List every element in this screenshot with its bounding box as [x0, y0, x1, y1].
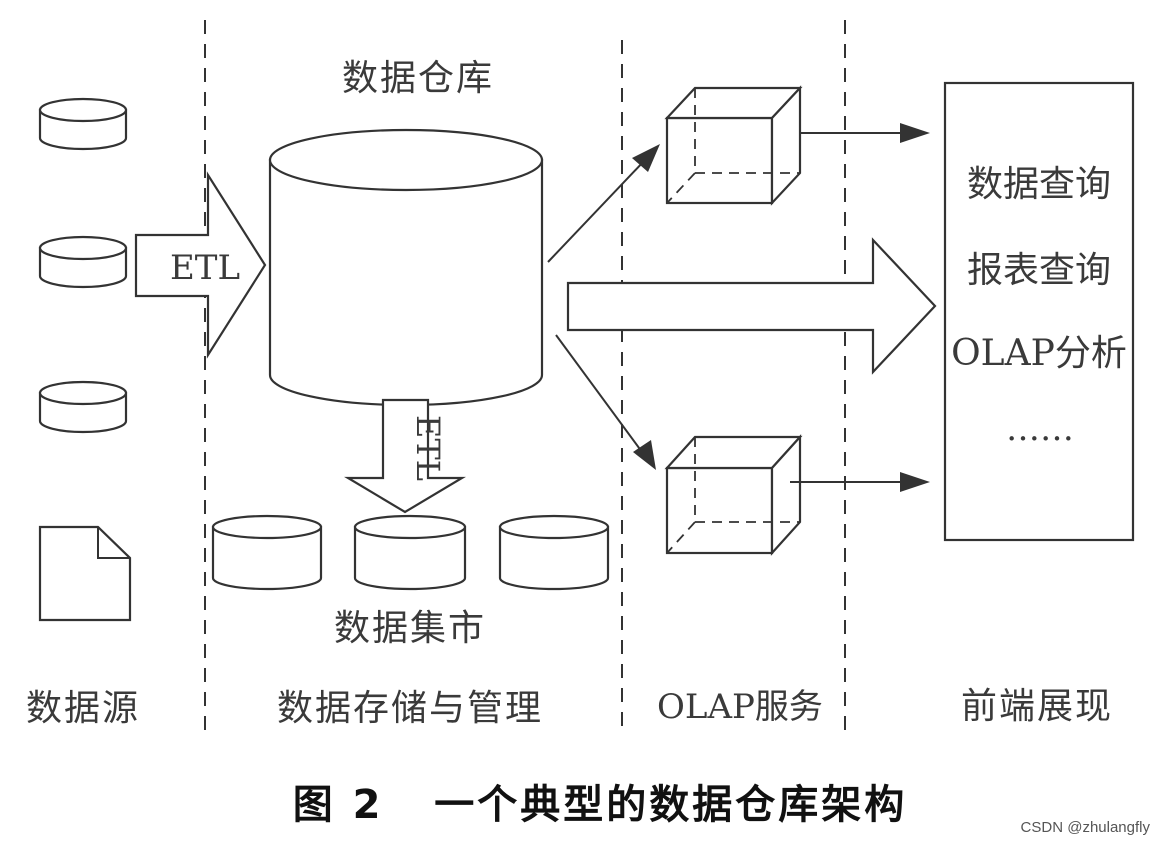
warehouse-cylinder [268, 128, 544, 407]
frontend-item-ellipsis: …… [1006, 409, 1074, 449]
watermark: CSDN @zhulangfly [1021, 819, 1151, 836]
etl-down-label: ETL [409, 415, 447, 481]
column-label-frontend: 前端展现 [961, 686, 1113, 727]
column-label-sources: 数据源 [26, 688, 140, 729]
frontend-item-report-query: 报表查询 [967, 250, 1111, 291]
datamart-db-icon [211, 514, 323, 591]
frontend-items: 数据查询 报表查询 OLAP分析 …… [951, 164, 1127, 449]
data-marts [211, 514, 610, 591]
warehouse-to-olap-arrows [547, 144, 660, 470]
warehouse-title: 数据仓库 [342, 58, 494, 99]
column-dividers [204, 20, 846, 730]
column-label-storage: 数据存储与管理 [277, 688, 543, 729]
olap-cube-icon [664, 434, 803, 556]
frontend-item-olap-analysis: OLAP分析 [951, 333, 1127, 374]
source-db-icon [38, 97, 128, 151]
warehouse-to-frontend-arrow [566, 237, 937, 375]
document-icon [38, 525, 132, 622]
column-labels: 数据源 数据存储与管理 OLAP服务 前端展现 [26, 686, 1113, 729]
etl-in-label: ETL [170, 248, 240, 288]
datamart-db-icon [353, 514, 467, 591]
datamart-db-icon [498, 514, 610, 591]
figure-caption: 图 2 一个典型的数据仓库架构 [293, 782, 908, 828]
frontend-panel [943, 81, 1135, 542]
olap-cube-icon [664, 85, 803, 206]
etl-arrow-down: ETL [344, 398, 466, 514]
source-db-icon [38, 380, 128, 434]
data-sources [38, 97, 132, 622]
etl-arrow-in: ETL [134, 171, 267, 359]
olap-to-frontend-arrows [790, 123, 930, 492]
datamart-label: 数据集市 [334, 608, 486, 649]
source-db-icon [38, 235, 128, 289]
column-label-olap: OLAP服务 [657, 687, 823, 727]
frontend-item-data-query: 数据查询 [967, 164, 1111, 205]
